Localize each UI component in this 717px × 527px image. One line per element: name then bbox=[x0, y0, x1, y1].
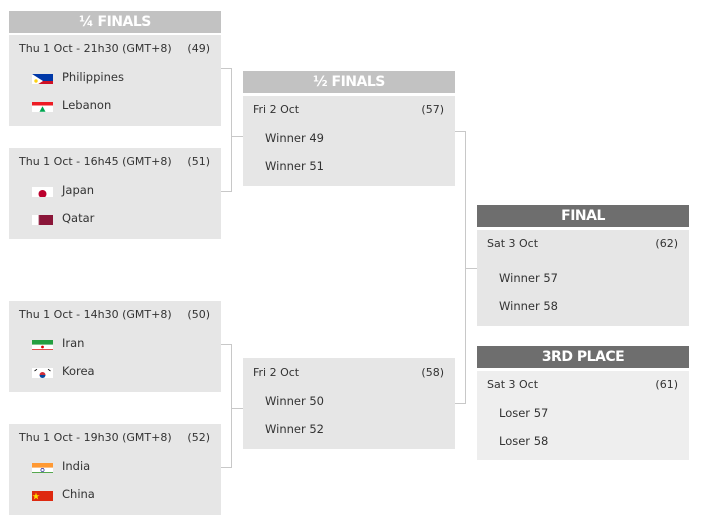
connector-line bbox=[465, 131, 466, 404]
connector-line bbox=[231, 136, 243, 137]
team-row[interactable]: Iran bbox=[9, 329, 221, 357]
match-number: (52) bbox=[187, 431, 210, 444]
match-date: Fri 2 Oct bbox=[253, 103, 300, 116]
match-number: (62) bbox=[655, 237, 678, 250]
match-meta: Fri 2 Oct (58) bbox=[253, 359, 444, 387]
team-row[interactable]: Qatar bbox=[9, 204, 221, 232]
team-row[interactable]: Philippines bbox=[9, 63, 221, 91]
match-meta: Thu 1 Oct - 21h30 (GMT+8) (49) bbox=[19, 35, 210, 63]
team-name: India bbox=[62, 459, 91, 473]
connector-line bbox=[221, 68, 232, 69]
team-row[interactable]: Winner 58 bbox=[477, 292, 689, 320]
korea-flag-icon bbox=[32, 364, 53, 378]
match-date: Fri 2 Oct bbox=[253, 366, 300, 379]
connector-line bbox=[455, 131, 466, 132]
match-card-58[interactable]: Fri 2 Oct (58) Winner 50 Winner 52 bbox=[243, 358, 455, 449]
connector-line bbox=[231, 408, 243, 409]
team-name: Winner 49 bbox=[265, 131, 324, 145]
team-row[interactable]: Winner 52 bbox=[243, 415, 455, 443]
team-row[interactable]: Japan bbox=[9, 176, 221, 204]
match-meta: Thu 1 Oct - 19h30 (GMT+8) (52) bbox=[19, 424, 210, 452]
match-card-49[interactable]: Thu 1 Oct - 21h30 (GMT+8) (49) Philippine… bbox=[9, 35, 221, 126]
team-name: Winner 52 bbox=[265, 422, 324, 436]
match-number: (51) bbox=[187, 155, 210, 168]
iran-flag-icon bbox=[32, 336, 53, 350]
japan-flag-icon bbox=[32, 183, 53, 197]
match-date: Thu 1 Oct - 21h30 (GMT+8) bbox=[19, 42, 172, 55]
lebanon-flag-icon bbox=[32, 98, 53, 112]
team-name: China bbox=[62, 487, 95, 501]
match-meta: Sat 3 Oct (62) bbox=[487, 230, 678, 258]
match-card-62[interactable]: Sat 3 Oct (62) Winner 57 Winner 58 bbox=[477, 230, 689, 326]
team-name: Winner 50 bbox=[265, 394, 324, 408]
match-card-52[interactable]: Thu 1 Oct - 19h30 (GMT+8) (52) India Chin… bbox=[9, 424, 221, 515]
team-row[interactable]: Winner 50 bbox=[243, 387, 455, 415]
match-card-51[interactable]: Thu 1 Oct - 16h45 (GMT+8) (51) Japan Qata… bbox=[9, 148, 221, 239]
match-date: Thu 1 Oct - 14h30 (GMT+8) bbox=[19, 308, 172, 321]
china-flag-icon bbox=[32, 487, 53, 501]
match-number: (49) bbox=[187, 42, 210, 55]
team-row[interactable]: Lebanon bbox=[9, 91, 221, 119]
india-flag-icon bbox=[32, 459, 53, 473]
connector-line bbox=[221, 191, 232, 192]
team-name: Lebanon bbox=[62, 98, 112, 112]
team-row[interactable]: China bbox=[9, 480, 221, 508]
match-date: Thu 1 Oct - 19h30 (GMT+8) bbox=[19, 431, 172, 444]
team-row[interactable]: Korea bbox=[9, 357, 221, 385]
match-meta: Thu 1 Oct - 16h45 (GMT+8) (51) bbox=[19, 148, 210, 176]
connector-line bbox=[465, 268, 477, 269]
match-number: (58) bbox=[421, 366, 444, 379]
team-name: Iran bbox=[62, 336, 85, 350]
match-card-57[interactable]: Fri 2 Oct (57) Winner 49 Winner 51 bbox=[243, 96, 455, 186]
connector-line bbox=[221, 344, 232, 345]
match-date: Sat 3 Oct bbox=[487, 378, 539, 391]
team-name: Winner 57 bbox=[499, 271, 558, 285]
team-name: Winner 51 bbox=[265, 159, 324, 173]
team-name: Korea bbox=[62, 364, 95, 378]
team-name: Qatar bbox=[62, 211, 95, 225]
connector-line bbox=[231, 344, 232, 468]
match-card-61[interactable]: Sat 3 Oct (61) Loser 57 Loser 58 bbox=[477, 371, 689, 460]
team-row[interactable]: Winner 57 bbox=[477, 264, 689, 292]
team-name: Loser 57 bbox=[499, 406, 549, 420]
connector-line bbox=[231, 68, 232, 192]
match-meta: Fri 2 Oct (57) bbox=[253, 96, 444, 124]
quarter-finals-header: ¼ FINALS bbox=[9, 11, 221, 33]
team-name: Loser 58 bbox=[499, 434, 549, 448]
match-number: (50) bbox=[187, 308, 210, 321]
semi-finals-header: ½ FINALS bbox=[243, 71, 455, 93]
third-place-header: 3RD PLACE bbox=[477, 346, 689, 368]
match-date: Sat 3 Oct bbox=[487, 237, 539, 250]
match-card-50[interactable]: Thu 1 Oct - 14h30 (GMT+8) (50) Iran Korea bbox=[9, 301, 221, 392]
match-number: (61) bbox=[655, 378, 678, 391]
team-row[interactable]: Loser 57 bbox=[477, 399, 689, 427]
match-meta: Thu 1 Oct - 14h30 (GMT+8) (50) bbox=[19, 301, 210, 329]
philippines-flag-icon bbox=[32, 70, 53, 84]
team-row[interactable]: India bbox=[9, 452, 221, 480]
connector-line bbox=[455, 403, 466, 404]
final-header: FINAL bbox=[477, 205, 689, 227]
match-meta: Sat 3 Oct (61) bbox=[487, 371, 678, 399]
match-number: (57) bbox=[421, 103, 444, 116]
team-row[interactable]: Loser 58 bbox=[477, 427, 689, 455]
team-name: Winner 58 bbox=[499, 299, 558, 313]
match-date: Thu 1 Oct - 16h45 (GMT+8) bbox=[19, 155, 172, 168]
team-name: Philippines bbox=[62, 70, 124, 84]
team-name: Japan bbox=[62, 183, 95, 197]
connector-line bbox=[221, 467, 232, 468]
team-row[interactable]: Winner 49 bbox=[243, 124, 455, 152]
team-row[interactable]: Winner 51 bbox=[243, 152, 455, 180]
qatar-flag-icon bbox=[32, 211, 53, 225]
